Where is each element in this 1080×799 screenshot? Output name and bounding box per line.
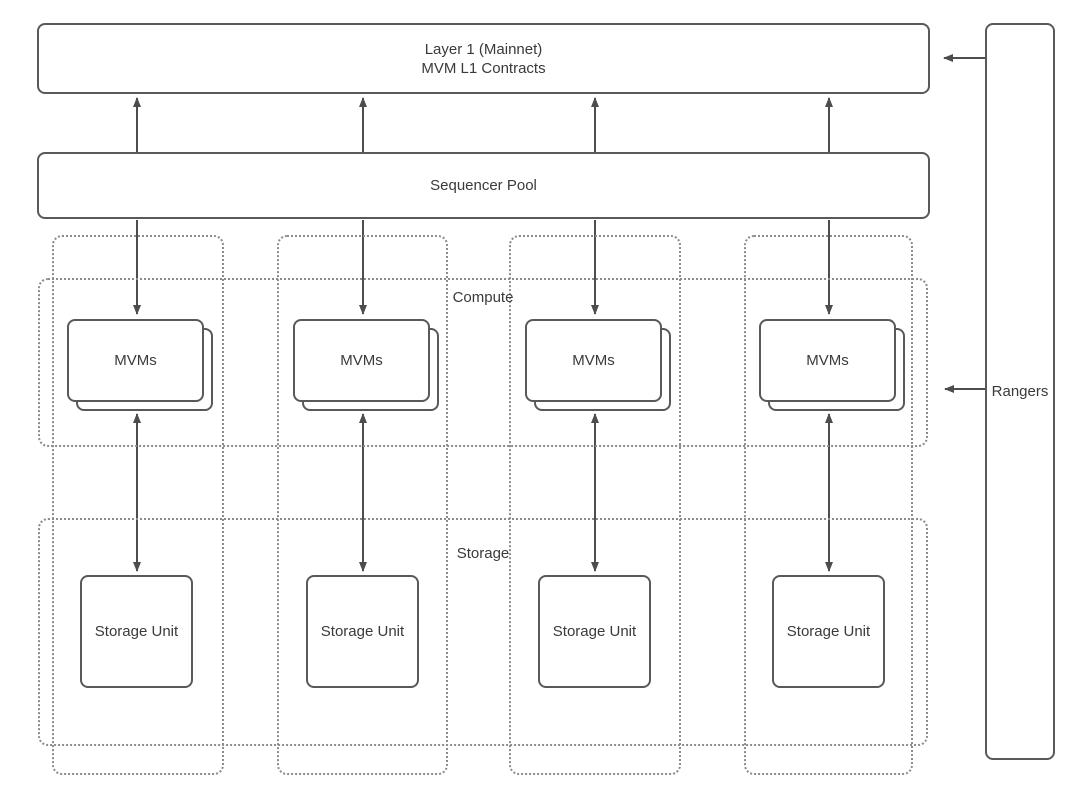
layer1-label-line1: Layer 1 (Mainnet): [424, 40, 543, 58]
mvm-label-4: MVMs: [806, 352, 849, 369]
compute-region: Compute: [38, 278, 928, 447]
rangers-label: Rangers: [991, 383, 1049, 400]
layer1-label-line2: MVM L1 Contracts: [421, 59, 546, 77]
storage-unit-label-3: Storage Unit: [552, 623, 637, 640]
mvm-box-2: MVMs: [293, 319, 430, 402]
rangers-arrows: [943, 54, 985, 393]
mvm-label-1: MVMs: [114, 352, 157, 369]
mvm-stack-3: MVMs: [525, 319, 671, 411]
chain-column-3: [509, 235, 681, 775]
sequencer-pool-label: Sequencer Pool: [430, 177, 537, 194]
compute-region-label: Compute: [452, 289, 514, 306]
rangers-box: Rangers: [985, 23, 1055, 760]
storage-unit-label-4: Storage Unit: [786, 623, 871, 640]
mvm-stack-1: MVMs: [67, 319, 213, 411]
chain-column-2: [277, 235, 448, 775]
mvm-label-3: MVMs: [572, 352, 615, 369]
mvm-stack-4: MVMs: [759, 319, 905, 411]
chain-column-1: [52, 235, 224, 775]
storage-unit-label-2: Storage Unit: [320, 623, 405, 640]
storage-unit-box-3: Storage Unit: [538, 575, 651, 688]
layer1-contracts-box: Layer 1 (Mainnet) MVM L1 Contracts: [37, 23, 930, 94]
mvm-label-2: MVMs: [340, 352, 383, 369]
storage-region: Storage: [38, 518, 928, 746]
storage-unit-box-2: Storage Unit: [306, 575, 419, 688]
storage-unit-box-1: Storage Unit: [80, 575, 193, 688]
sequencer-to-layer1-arrows: [133, 97, 833, 152]
mvm-box-1: MVMs: [67, 319, 204, 402]
sequencer-pool-box: Sequencer Pool: [37, 152, 930, 219]
mvm-box-3: MVMs: [525, 319, 662, 402]
storage-region-label: Storage: [456, 545, 510, 562]
mvm-box-4: MVMs: [759, 319, 896, 402]
storage-unit-box-4: Storage Unit: [772, 575, 885, 688]
storage-unit-label-1: Storage Unit: [94, 623, 179, 640]
chain-column-4: [744, 235, 913, 775]
mvm-stack-2: MVMs: [293, 319, 439, 411]
mvm-to-storage-arrows: [133, 413, 833, 572]
